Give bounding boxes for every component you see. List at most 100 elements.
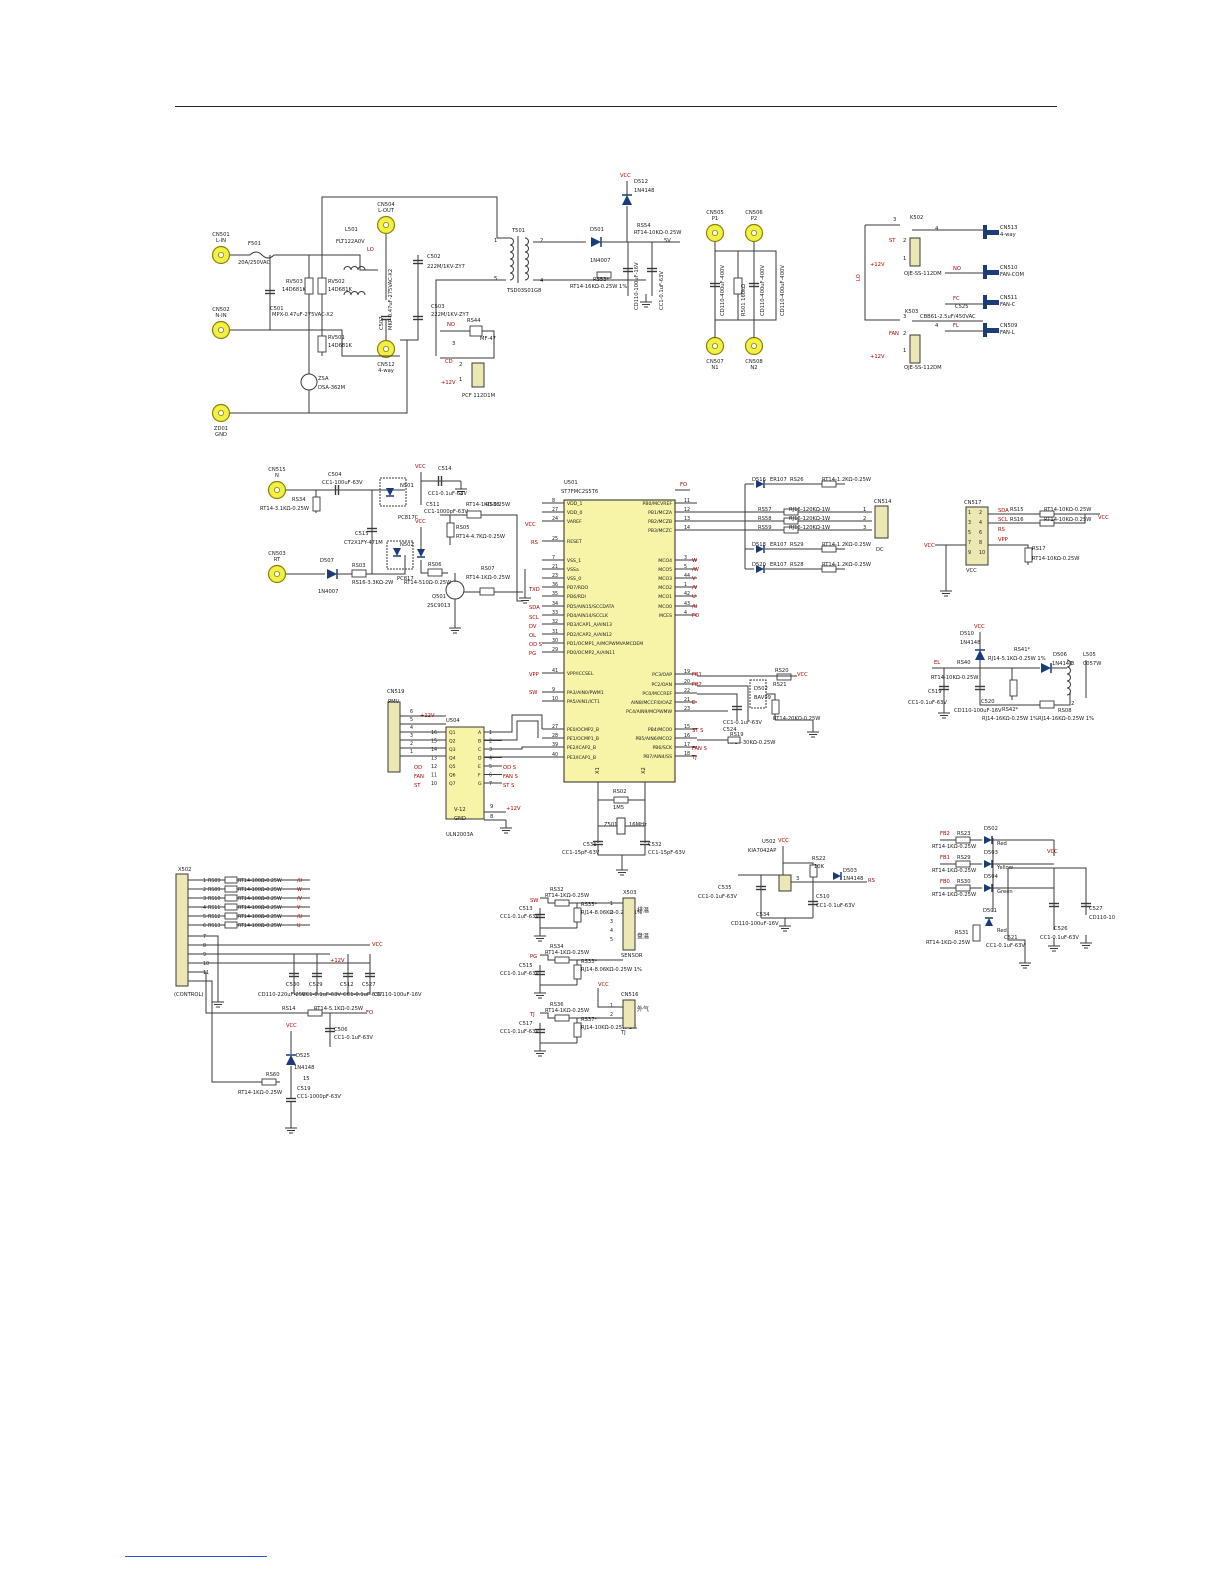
label: Z501 [604, 822, 617, 828]
pin-name: PB4/MCO0 [648, 727, 672, 733]
label: RT14-1KΩ-0.25W [238, 1090, 282, 1096]
label: BAV99 [754, 695, 771, 701]
label: 8 [203, 943, 206, 949]
label: RS17 [1032, 546, 1046, 552]
pin-name: PD2/ICAP2_A/AIN12 [567, 632, 612, 638]
label: RS35* [581, 902, 597, 908]
pin-number: 39 [552, 742, 558, 748]
label: 1 [203, 878, 206, 884]
label: RS15 [1010, 507, 1024, 513]
resistor [776, 673, 792, 681]
label: RT14-4.7KΩ-0.25W [456, 534, 505, 540]
pin-number: 22 [684, 688, 690, 694]
label: 10 [203, 961, 209, 967]
pad-hole [273, 571, 280, 578]
pin-name: MCO3 [658, 576, 672, 582]
label: RS26 [790, 477, 804, 483]
label: LO [367, 247, 374, 253]
label: OD S [503, 765, 516, 771]
label: A [478, 730, 482, 736]
label: SCL [529, 615, 539, 621]
label: RT14-10KΩ-0.25W [634, 230, 681, 236]
connector-x502 [175, 873, 189, 987]
label: C532 [648, 842, 662, 848]
pad-ref: CN506 [745, 210, 762, 216]
label: 8 [979, 540, 982, 546]
pin-name: PD7/RDO [567, 585, 589, 591]
label: 14D681K [328, 343, 352, 349]
label: D [478, 756, 482, 762]
pad-hole [273, 486, 280, 493]
label: W [297, 887, 302, 893]
label: ER107 [770, 562, 787, 568]
pin-number: 12 [684, 507, 690, 513]
resistor [1009, 679, 1018, 697]
label: CD110-220uF-25V [258, 992, 306, 998]
label: SCL [998, 517, 1008, 523]
pad-ref: CN512 [377, 362, 394, 368]
label: CC1-15pF-63V [562, 850, 600, 856]
pin-name: PC2/OAN [651, 682, 672, 688]
label: FC [953, 296, 960, 302]
pin-number: 9 [552, 687, 555, 693]
footer-link-underline[interactable] [125, 1556, 267, 1557]
pin-number: 19 [684, 669, 690, 675]
label: U [297, 923, 301, 929]
label: SW [530, 898, 538, 904]
label: C525 [955, 304, 969, 310]
label: D516 [752, 477, 766, 483]
label: RJ16-120KΩ-1W [789, 507, 830, 513]
pin-name: MCO4 [658, 558, 672, 564]
relay-coil [909, 237, 921, 267]
pin-name: VDD_1 [567, 501, 583, 507]
label: TJ [529, 1012, 535, 1018]
label: 1N4148 [960, 640, 980, 646]
label: Q7 [449, 781, 456, 787]
label: RS19 [730, 732, 744, 738]
label: C524 [723, 727, 737, 733]
label: V [297, 905, 301, 911]
mcu-chip [563, 499, 676, 783]
resistor [469, 325, 483, 337]
label: 8 [490, 814, 493, 820]
label: FB1 [692, 672, 702, 678]
pin-number: 40 [552, 752, 558, 758]
inductor-coil [509, 237, 514, 281]
label: C502 [427, 254, 441, 260]
label: CC1-0.1uF-63V [1040, 935, 1079, 941]
label: FAN S [692, 746, 707, 752]
driver-ic-u504 [445, 726, 485, 820]
label: MF-47 [480, 336, 496, 342]
diode [1041, 663, 1051, 673]
label: 3 [863, 525, 866, 531]
label: OJE-SS-112DM [904, 271, 942, 277]
label: RT14-1KΩ-0.25W [926, 940, 970, 946]
label: TSD03S01G8 [506, 288, 541, 294]
label: 排温 [637, 906, 649, 914]
wire [697, 685, 749, 720]
label: CC1-0.1uF-63V [698, 894, 737, 900]
label: RT14-510Ω-0.25W [404, 580, 451, 586]
label: U501 [564, 480, 578, 486]
pin-name: VSS_1 [567, 558, 581, 564]
wire [979, 660, 1040, 706]
label: Green [997, 889, 1013, 895]
label: FAN-COM [1000, 272, 1024, 278]
pin-name: MCO1 [658, 594, 672, 600]
label: CC1-0.1uF-63V [428, 491, 467, 497]
label: C514 [438, 466, 452, 472]
label: Q3 [449, 747, 456, 753]
pin-number: 5 [684, 564, 687, 570]
connector-cn516 [622, 999, 636, 1029]
label: RT14-30KΩ-0.25W [728, 740, 775, 746]
label: RJ14-8.06KΩ-0.25W 1% [581, 910, 642, 916]
resistor [613, 796, 629, 804]
label: DC [876, 547, 884, 553]
label: RS29 [790, 542, 804, 548]
pin-number: 28 [552, 733, 558, 739]
pad-ref: CN508 [745, 359, 762, 365]
label: RS [868, 878, 875, 884]
pad-hole [712, 342, 719, 349]
resistor [573, 907, 582, 923]
label: CD110-100uF-16V [634, 262, 640, 310]
